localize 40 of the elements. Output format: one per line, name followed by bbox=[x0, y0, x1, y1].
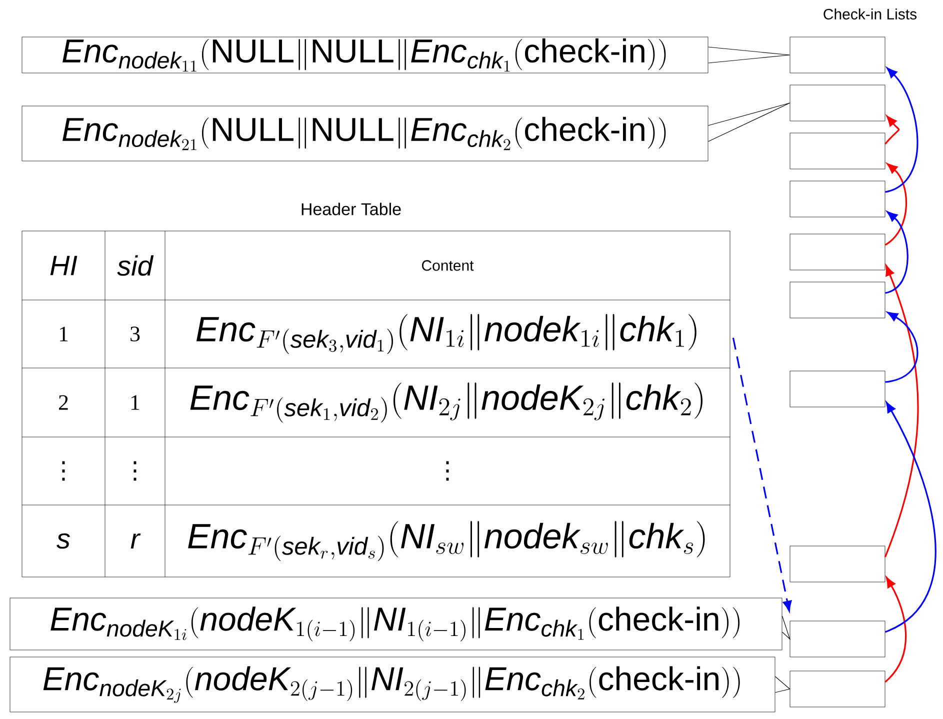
table-cell: sid bbox=[117, 255, 154, 276]
list-box bbox=[790, 620, 886, 658]
list-box bbox=[790, 234, 886, 270]
callout-box: $\mathit{Enc}_{\mathit{nodek}_{21}}(\mathrm{NULL}\|\mathrm{NULL}\|\mathit{Enc}_{\mathit{chk}_2}(\text{check-in}))$ bbox=[22, 106, 708, 162]
table-cell: 2 bbox=[58, 395, 68, 410]
list-box bbox=[790, 546, 886, 582]
list-box bbox=[790, 36, 886, 74]
list-box bbox=[790, 282, 886, 318]
list-box bbox=[790, 670, 886, 708]
table-cell: r bbox=[130, 533, 141, 549]
list-box bbox=[790, 180, 886, 218]
arrow bbox=[732, 338, 792, 612]
list-box bbox=[790, 132, 886, 170]
list-box bbox=[790, 84, 886, 122]
curved-arrow bbox=[884, 163, 907, 246]
callout-box: $\mathit{Enc}_{\mathit{nodeK}_{2j}}(\mathit{nodeK}_{2(j-1)}\|\mathit{NI}_{2(j-1)}\|\mathit{Enc}_{\mathit{chk}_2}(\text{check-in}))$ bbox=[10, 656, 776, 712]
table-cell: 1 bbox=[131, 395, 140, 410]
table-cell: 3 bbox=[130, 326, 140, 342]
table-cell: ⋮ bbox=[62, 461, 65, 481]
curved-arrow bbox=[884, 402, 936, 633]
table-cell: $\mathit{Enc}_{F'(\mathit{sek}_1,\mathit{vid}_2)}(\mathit{NI}_{2j}\|\mathit{nodeK}_{2j}\|\mathit{chk}_2)$ bbox=[190, 382, 702, 422]
curved-arrow bbox=[884, 265, 919, 558]
curved-arrow bbox=[885, 312, 918, 383]
callout-box: $\mathit{Enc}_{\mathit{nodek}_{11}}(\mathrm{NULL}\|\mathrm{NULL}\|\mathit{Enc}_{\mathit{chk}_1}(\text{check-in}))$ bbox=[22, 36, 708, 74]
table-cell: s bbox=[56, 533, 70, 549]
node-label: Header Table bbox=[302, 202, 401, 216]
table-cell: 1 bbox=[60, 326, 68, 342]
table-cell: $\mathit{Enc}_{F'(\mathit{sek}_r,\mathit{vid}_s)}(\mathit{NI}_{sw}\|\mathit{nodek}_{sw}\|\mathit{chk}_s)$ bbox=[188, 521, 705, 561]
table-cell: ⋮ bbox=[134, 461, 136, 481]
table-cell: Content bbox=[422, 260, 474, 271]
curved-arrow bbox=[884, 576, 907, 683]
curved-arrow bbox=[884, 116, 900, 145]
table-cell: ⋮ bbox=[446, 461, 449, 481]
list-box bbox=[790, 370, 886, 408]
callout-box: $\mathit{Enc}_{\mathit{nodeK}_{1i}}(\mathit{nodeK}_{1(i-1)}\|\mathit{NI}_{1(i-1)}\|\mathit{Enc}_{\mathit{chk}_1}(\text{check-in}))$ bbox=[10, 598, 782, 650]
table-cell: $\mathit{Enc}_{F'(\mathit{sek}_3,\mathit{vid}_1)}(\mathit{NI}_{1i}\|\mathit{nodek}_{1i}\|\mathit{chk}_1)$ bbox=[196, 314, 696, 354]
list-heading: Check-in Lists bbox=[824, 8, 917, 20]
curved-arrow bbox=[884, 67, 918, 193]
curved-arrow bbox=[884, 211, 908, 294]
table-cell: HI bbox=[50, 256, 78, 276]
